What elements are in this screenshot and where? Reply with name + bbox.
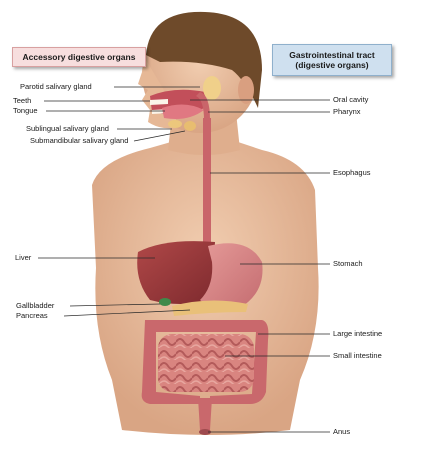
- label-esophagus: Esophagus: [333, 168, 371, 177]
- pancreas-shape: [172, 300, 248, 316]
- gallbladder-shape: [159, 298, 171, 306]
- label-teeth: Teeth: [13, 96, 32, 105]
- accessory-organs-header: Accessory digestive organs: [12, 47, 146, 67]
- label-parotid-salivary-gland: Parotid salivary gland: [20, 82, 92, 91]
- label-submandibular-salivary-gland: Submandibular salivary gland: [30, 136, 129, 145]
- gi-tract-header: Gastrointestinal tract (digestive organs…: [272, 44, 392, 76]
- parotid-gland: [203, 76, 221, 100]
- label-gallbladder: Gallbladder: [16, 301, 55, 310]
- label-pancreas: Pancreas: [16, 311, 48, 320]
- small-intestine-shape: [158, 334, 254, 392]
- ear: [238, 76, 254, 104]
- label-oral-cavity: Oral cavity: [333, 95, 369, 104]
- label-anus: Anus: [333, 427, 351, 436]
- label-large-intestine: Large intestine: [333, 329, 383, 338]
- teeth-shape: [150, 99, 168, 105]
- label-pharynx: Pharynx: [333, 107, 361, 116]
- label-stomach: Stomach: [333, 259, 363, 268]
- leader-lines-right: [190, 99, 330, 433]
- label-sublingual-salivary-gland: Sublingual salivary gland: [26, 124, 109, 133]
- esophagus: [203, 118, 211, 250]
- stomach-shape: [200, 243, 263, 309]
- label-tongue: Tongue: [13, 106, 38, 115]
- liver-shape: [137, 241, 215, 304]
- label-liver: Liver: [15, 253, 32, 262]
- pharynx: [196, 92, 210, 120]
- tongue-shape: [162, 104, 204, 119]
- leader-lines-left: [38, 86, 200, 317]
- sublingual-gland: [168, 120, 182, 128]
- large-intestine-shape: [141, 320, 269, 404]
- label-small-intestine: Small intestine: [333, 351, 382, 360]
- hair: [146, 11, 262, 108]
- submandibular-gland: [184, 121, 196, 131]
- rectum: [198, 398, 212, 430]
